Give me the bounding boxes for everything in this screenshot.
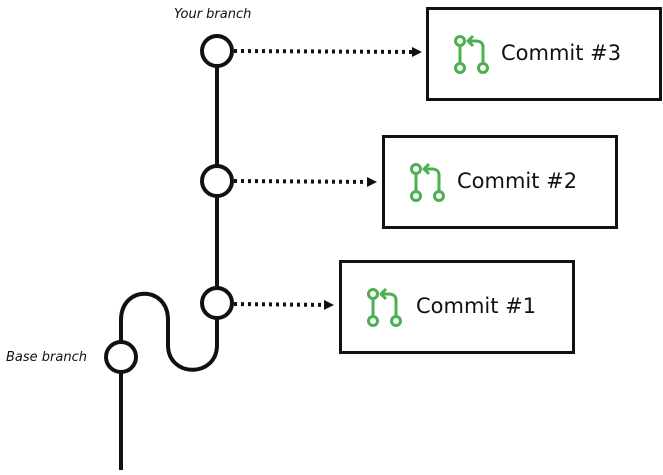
commit-3-arrow bbox=[233, 46, 422, 57]
commit-box-3: Commit #3 bbox=[426, 7, 662, 101]
commit-label-1: Commit #1 bbox=[416, 294, 537, 318]
base-branch-node bbox=[104, 340, 138, 374]
pull-request-icon bbox=[407, 161, 447, 205]
commit-node-2 bbox=[200, 164, 234, 198]
commit-box-2: Commit #2 bbox=[382, 135, 618, 229]
commit-box-1: Commit #1 bbox=[339, 260, 575, 354]
pull-request-icon bbox=[451, 33, 491, 77]
commit-2-arrow bbox=[233, 176, 377, 187]
commit-label-3: Commit #3 bbox=[501, 41, 622, 65]
commit-1-arrow bbox=[233, 299, 334, 310]
commit-node-1 bbox=[200, 286, 234, 320]
your-branch-label: Your branch bbox=[174, 7, 252, 22]
base-branch-label: Base branch bbox=[6, 350, 87, 365]
commit-node-3 bbox=[200, 34, 234, 68]
pull-request-icon bbox=[364, 286, 404, 330]
branch-connector-curve bbox=[119, 291, 219, 372]
commit-label-2: Commit #2 bbox=[457, 169, 578, 193]
